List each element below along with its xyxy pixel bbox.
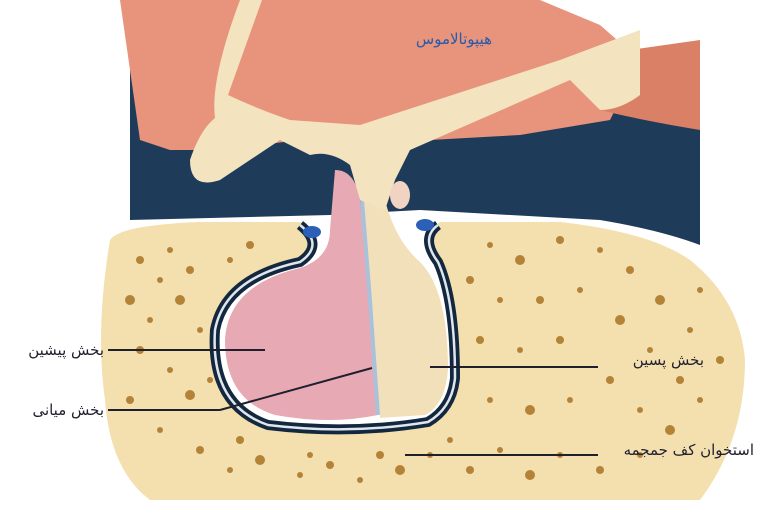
posterior-lobe-label: بخش پسین: [604, 351, 704, 369]
hypothalamus-label: هیپوتالاموس: [372, 30, 492, 48]
anterior-lobe-label: بخش پیشین: [4, 341, 104, 359]
stalk-bulge: [390, 181, 410, 209]
intermediate-lobe-label: بخش میانی: [4, 401, 104, 419]
vessel-right: [416, 219, 434, 231]
sphenoid-bone-label: استخوان کف جمجمه: [604, 441, 754, 459]
vessel-left: [303, 226, 321, 238]
